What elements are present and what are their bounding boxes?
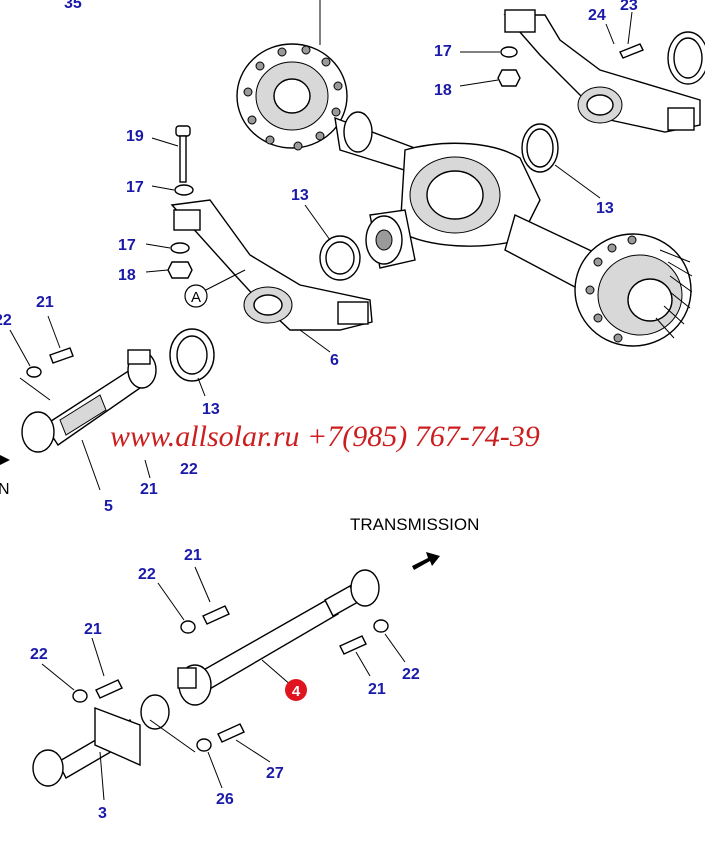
reference-circle-a: A [184, 284, 208, 308]
washer-22-lower [72, 689, 88, 703]
nut-18a [497, 69, 521, 87]
bolt-21-right [339, 635, 367, 655]
callout-13c: 13 [202, 401, 220, 418]
washer-26 [196, 738, 212, 752]
callout-3: 3 [98, 805, 107, 822]
callout-19: 19 [126, 128, 144, 145]
transmission-label: TRANSMISSION [350, 515, 479, 534]
callout-22e: 22 [402, 666, 420, 683]
seal-ring-13a [319, 235, 361, 281]
callout-4: 4 [292, 683, 301, 700]
callout-18b: 18 [118, 267, 136, 284]
callout-23: 23 [620, 0, 638, 14]
leader-lines [9, 0, 633, 801]
washer-22-right [373, 619, 389, 633]
callout-4-highlight: 4 [285, 679, 307, 701]
bolt-27 [217, 723, 245, 743]
nut-17a [500, 46, 518, 58]
callout-22c: 22 [138, 566, 156, 583]
reference-a-label: A [191, 289, 201, 306]
callout-17a: 17 [434, 43, 452, 60]
transmission-arrow [412, 552, 440, 570]
watermark-text: www.allsolar.ru +7(985) 767-74-39 [110, 420, 540, 453]
callout-24: 24 [588, 7, 606, 24]
callout-numbers: 35 24 23 17 18 19 17 13 13 17 18 21 22 6… [0, 0, 638, 822]
washer-22-upper [26, 366, 42, 378]
callout-17c: 17 [118, 237, 136, 254]
callout-17b: 17 [126, 179, 144, 196]
propshaft-3 [32, 694, 170, 787]
callout-6: 6 [330, 352, 339, 369]
callout-13a: 13 [291, 187, 309, 204]
propshaft-4 [177, 569, 380, 706]
callout-22d: 22 [30, 646, 48, 663]
left-hub-studs [243, 45, 343, 151]
washer-17b [174, 184, 194, 196]
callout-5: 5 [104, 498, 113, 515]
callout-35: 35 [64, 0, 82, 12]
partial-edge-letter: N [0, 481, 10, 498]
seal-ring-13c [169, 328, 215, 382]
callout-21e: 21 [368, 681, 386, 698]
bolt-21-upper [49, 347, 74, 364]
callout-13b: 13 [596, 200, 614, 217]
callout-21c: 21 [184, 547, 202, 564]
left-bracket-6 [170, 199, 373, 331]
callout-21a: 21 [36, 294, 54, 311]
washer-22-mid [180, 620, 196, 634]
right-hub-studs [585, 235, 637, 343]
callout-27: 27 [266, 765, 284, 782]
bolt-19 [175, 125, 191, 183]
seal-ring-13b [521, 123, 559, 173]
left-edge-arrow [0, 455, 10, 465]
right-bracket [503, 9, 705, 133]
washer-17c [170, 242, 190, 254]
callout-21b: 21 [140, 481, 158, 498]
bolt-21-lower [95, 679, 123, 699]
axle-assembly [236, 43, 693, 347]
callout-21d: 21 [84, 621, 102, 638]
bolt-21-mid [202, 605, 230, 625]
bolt-23 [619, 43, 644, 59]
nut-18b [167, 261, 193, 279]
callout-18a: 18 [434, 82, 452, 99]
propshaft-5 [21, 349, 157, 453]
callout-22b: 22 [180, 461, 198, 478]
callout-22a: 22 [0, 312, 12, 329]
callout-26: 26 [216, 791, 234, 808]
